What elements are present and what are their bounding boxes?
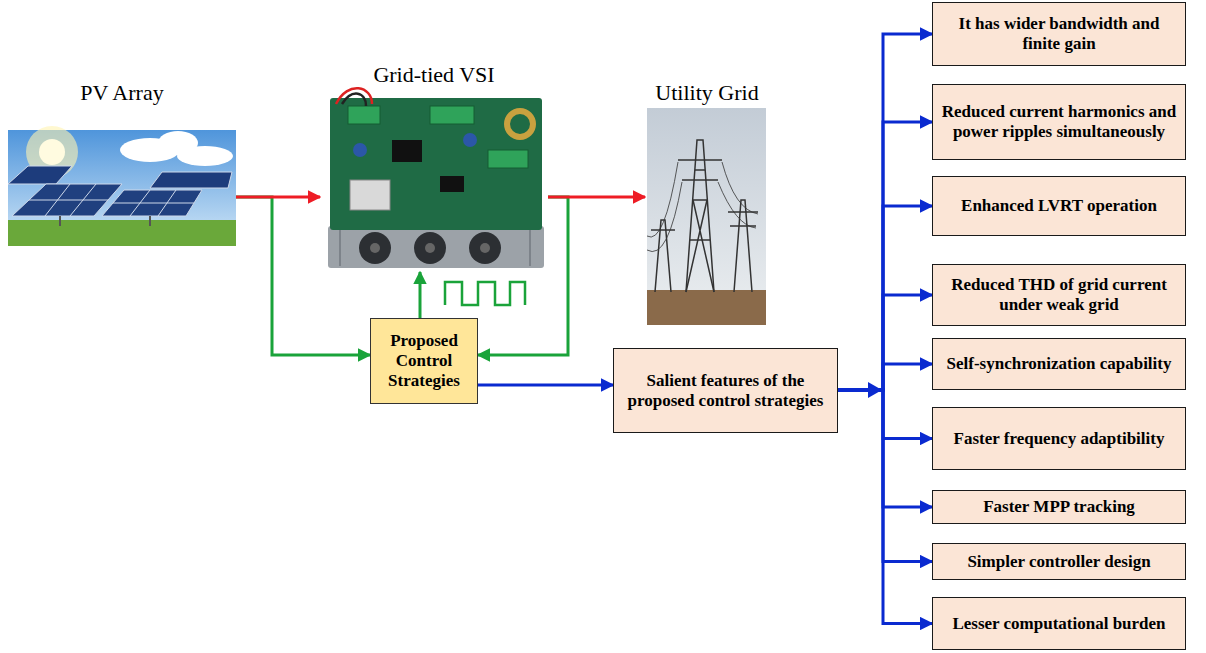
feature-box: Lesser computational burden [932, 597, 1186, 650]
box-text: Salient features of the proposed control… [620, 371, 831, 411]
connector-arrow [478, 197, 568, 355]
utility-grid-node: Utility Grid [645, 80, 769, 325]
box-text: Enhanced LVRT operation [961, 196, 1157, 216]
inverter-node: Grid-tied VSI [320, 62, 548, 272]
pv-array-picture [8, 126, 236, 246]
connector-arrow [478, 384, 613, 387]
connector-arrow [838, 122, 932, 390]
text-holder: Reduced THD of grid current under weak g… [933, 273, 1185, 317]
feature-box: Faster frequency adaptibility [932, 407, 1186, 470]
picture-heading: PV Array [8, 80, 236, 106]
text-holder: Self-synchronization capability [941, 352, 1178, 376]
text-holder: Proposed Control Strategies [371, 329, 477, 393]
text-holder: It has wider bandwidth and finite gain [933, 12, 1185, 56]
connector-arrow [838, 390, 932, 439]
box-text: Lesser computational burden [952, 614, 1165, 634]
connector-arrow [548, 196, 645, 199]
text-holder: Faster frequency adaptibility [948, 427, 1171, 451]
connector-arrow [838, 390, 932, 624]
box-text: Faster frequency adaptibility [954, 429, 1165, 449]
connector-arrow [838, 206, 932, 390]
box-text: Self-synchronization capability [947, 354, 1172, 374]
feature-box: Self-synchronization capability [932, 338, 1186, 390]
feature-box: Simpler controller design [932, 543, 1186, 580]
picture-heading: Utility Grid [645, 80, 769, 106]
box-text: Simpler controller design [967, 552, 1150, 572]
box-text: Reduced current harmonics and power ripp… [939, 102, 1179, 142]
connector-arrow [236, 197, 370, 355]
box-text: Faster MPP tracking [983, 497, 1135, 517]
connector-arrow [838, 34, 932, 390]
feature-box: Enhanced LVRT operation [932, 176, 1186, 236]
feature-box: It has wider bandwidth and finite gain [932, 2, 1186, 66]
connector-arrow [236, 196, 320, 199]
box-text: It has wider bandwidth and finite gain [939, 14, 1179, 54]
feature-box: Faster MPP tracking [932, 490, 1186, 524]
feature-box: Reduced THD of grid current under weak g… [932, 264, 1186, 326]
text-holder: Reduced current harmonics and power ripp… [933, 100, 1185, 144]
text-holder: Simpler controller design [961, 550, 1156, 574]
summary-box: Salient features of the proposed control… [613, 348, 838, 433]
grid-picture [647, 108, 766, 325]
connector-arrow [838, 390, 932, 507]
connector-arrow [838, 295, 932, 390]
picture-heading: Grid-tied VSI [320, 62, 548, 88]
text-holder: Lesser computational burden [946, 612, 1171, 636]
text-holder: Salient features of the proposed control… [614, 369, 837, 413]
connector-arrow [419, 272, 422, 318]
control-box: Proposed Control Strategies [370, 318, 478, 404]
connector-arrow [838, 390, 932, 562]
box-text: Proposed Control Strategies [377, 331, 471, 391]
inverter-picture [328, 88, 544, 268]
connector-arrow [838, 364, 932, 390]
pwm-pulse-symbol [445, 282, 525, 305]
text-holder: Faster MPP tracking [977, 495, 1141, 519]
box-text: Reduced THD of grid current under weak g… [939, 275, 1179, 315]
text-holder: Enhanced LVRT operation [955, 194, 1163, 218]
feature-box: Reduced current harmonics and power ripp… [932, 84, 1186, 160]
pv-array-node: PV Array [8, 80, 236, 246]
